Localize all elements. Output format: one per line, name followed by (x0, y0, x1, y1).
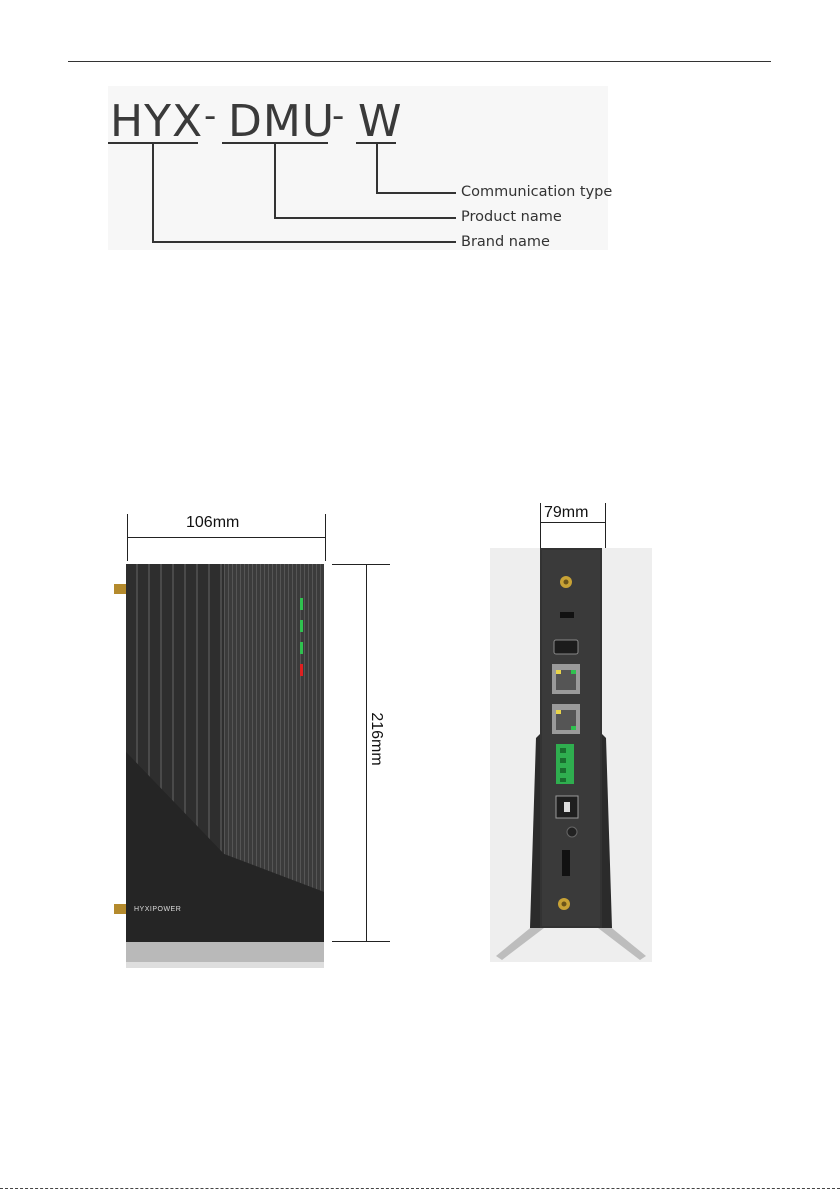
height-tick-bottom (332, 941, 390, 942)
separator: - (332, 96, 344, 136)
product-code: DMU (228, 100, 335, 144)
product-leader-v (274, 143, 276, 218)
device-side-view: HYXIPOWER (112, 562, 324, 970)
footer-rule (0, 1188, 840, 1189)
brand-leader-h (152, 241, 456, 243)
comm-code: W (358, 100, 403, 144)
comm-leader-v (376, 143, 378, 193)
height-dimension-label: 216mm (368, 709, 384, 769)
communication-type-label: Communication type (461, 185, 612, 200)
width-dimension-label: 106mm (186, 515, 239, 531)
device-front-illustration (490, 548, 652, 962)
header-rule (68, 61, 771, 62)
height-dim-line (366, 564, 367, 942)
product-leader-h (274, 217, 456, 219)
product-name-label: Product name (461, 210, 562, 225)
depth-dimension-label: 79mm (544, 505, 588, 521)
brand-code: HYX (110, 100, 203, 144)
depth-tick-right (605, 503, 606, 550)
model-naming-diagram: HYX - DMU - W Communication type Product… (108, 86, 608, 250)
depth-dim-line (540, 522, 606, 523)
separator: - (204, 96, 216, 136)
brand-name-label: Brand name (461, 235, 550, 250)
comm-leader-h (376, 192, 456, 194)
height-tick-top (332, 564, 390, 565)
depth-tick-left (540, 503, 541, 550)
device-logo: HYXIPOWER (134, 906, 181, 913)
width-dim-line (127, 537, 326, 538)
device-front-view (490, 548, 652, 962)
brand-leader-v (152, 143, 154, 242)
